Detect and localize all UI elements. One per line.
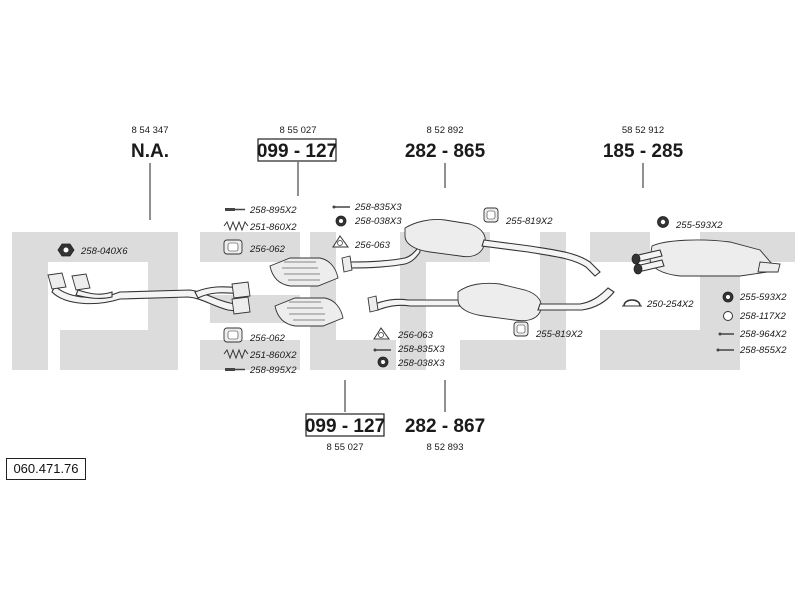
middle-silencer-lower [367, 282, 615, 322]
front-downpipe [47, 272, 251, 315]
group-185-285: 58 52 912 185 - 285 [603, 125, 684, 188]
group-label-g5: 099 - 127 [305, 416, 385, 437]
watermark-logo [12, 232, 795, 370]
callout-c15: 255-819X2 [513, 321, 583, 340]
callout-c12: 256-063 [373, 327, 434, 341]
callout-c8: 258-835X3 [332, 202, 402, 213]
group-n-a: 8 54 347 N.A. [131, 125, 169, 220]
callout-c7-label: 258-895X2 [249, 365, 297, 376]
callout-c7: 258-895X2 [225, 365, 297, 376]
callout-c17: 250-254X2 [622, 299, 694, 310]
part-number-g3: 8 52 892 [427, 125, 464, 136]
callout-c5: 256-062 [223, 327, 286, 344]
group-label-g2: 099 - 127 [257, 141, 337, 162]
callout-c11-label: 255-819X2 [505, 216, 553, 227]
callout-c4: 256-062 [223, 239, 286, 255]
part-number-g1: 8 54 347 [132, 125, 169, 136]
group-099-127-bottom: 099 - 127 8 55 027 [305, 380, 385, 453]
group-282-865: 8 52 892 282 - 865 [405, 125, 486, 188]
callout-c1-label: 258-040X6 [80, 246, 128, 257]
callout-c10-label: 256-063 [354, 240, 391, 251]
diagram-reference-number: 060.471.76 [6, 458, 86, 480]
callout-c2: 258-895X2 [225, 205, 297, 216]
callout-c14: 258-038X3 [377, 356, 445, 369]
callout-c19: 258-117X2 [723, 311, 786, 322]
group-label-g1: N.A. [131, 141, 169, 162]
callout-c19-label: 258-117X2 [739, 311, 786, 322]
part-number-g5: 8 55 027 [327, 442, 364, 453]
callout-c21: 258-855X2 [716, 345, 787, 356]
callout-c13: 258-835X3 [373, 344, 445, 355]
rear-silencer [631, 239, 781, 277]
callout-c16-label: 255-593X2 [675, 220, 723, 231]
callout-c16: 255-593X2 [657, 216, 723, 231]
group-282-867: 282 - 867 8 52 893 [405, 380, 485, 453]
callout-c1: 258-040X6 [57, 243, 128, 257]
part-number-g4: 58 52 912 [622, 125, 664, 136]
group-label-g3: 282 - 865 [405, 141, 486, 162]
group-label-g6: 282 - 867 [405, 416, 485, 437]
callout-c18-label: 255-593X2 [739, 292, 787, 303]
part-number-g6: 8 52 893 [427, 442, 464, 453]
callout-c2-label: 258-895X2 [249, 205, 297, 216]
callout-c20: 258-964X2 [718, 329, 787, 340]
callout-c4-label: 256-062 [249, 244, 286, 255]
callout-c11: 255-819X2 [483, 207, 553, 227]
callout-c3-label: 251-860X2 [249, 222, 297, 233]
callout-c15-label: 255-819X2 [535, 329, 583, 340]
group-099-127-top: 8 55 027 099 - 127 [257, 125, 337, 196]
catalytic-converter-upper [269, 257, 339, 287]
callout-c9: 258-038X3 [335, 215, 402, 227]
callout-c21-label: 258-855X2 [739, 345, 787, 356]
callout-c9-label: 258-038X3 [354, 216, 402, 227]
callout-c3: 251-860X2 [223, 220, 297, 233]
callout-c20-label: 258-964X2 [739, 329, 787, 340]
part-number-g2: 8 55 027 [280, 125, 317, 136]
callout-c17-label: 250-254X2 [646, 299, 694, 310]
callout-c6: 251-860X2 [223, 348, 297, 361]
middle-silencer-upper [341, 219, 601, 277]
callout-c18: 255-593X2 [722, 291, 787, 303]
group-label-g4: 185 - 285 [603, 141, 684, 162]
callout-c10: 256-063 [332, 235, 391, 251]
callout-c5-label: 256-062 [249, 333, 286, 344]
catalytic-converter-lower [274, 297, 344, 327]
callout-c13-label: 258-835X3 [397, 344, 445, 355]
callout-c6-label: 251-860X2 [249, 350, 297, 361]
callout-c14-label: 258-038X3 [397, 358, 445, 369]
callout-c12-label: 256-063 [397, 330, 434, 341]
callout-c8-label: 258-835X3 [354, 202, 402, 213]
